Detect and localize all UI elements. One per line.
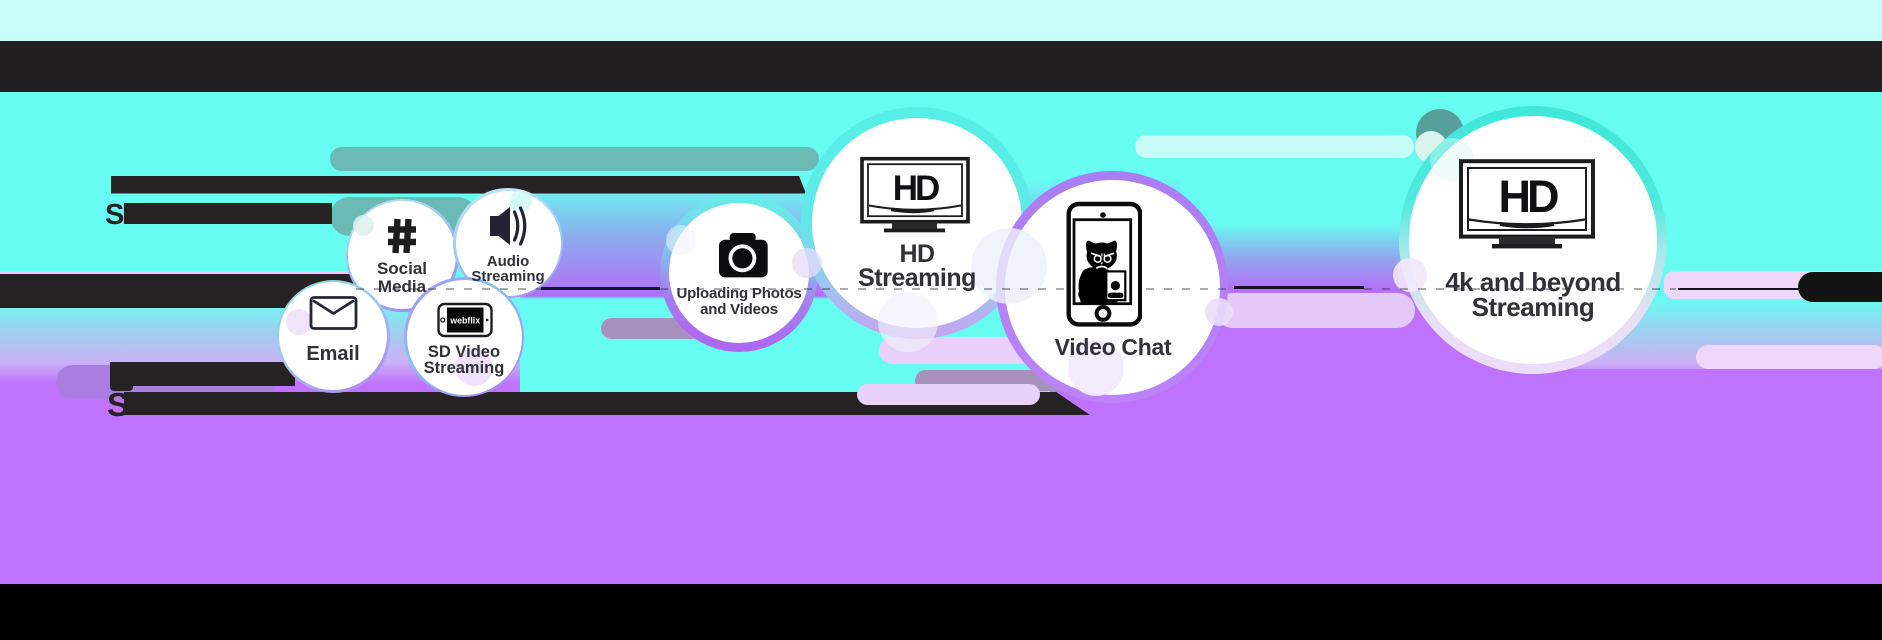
svg-text:HD: HD	[1499, 171, 1558, 222]
svg-text:webflix: webflix	[449, 316, 480, 326]
svg-text:HD: HD	[893, 169, 939, 208]
